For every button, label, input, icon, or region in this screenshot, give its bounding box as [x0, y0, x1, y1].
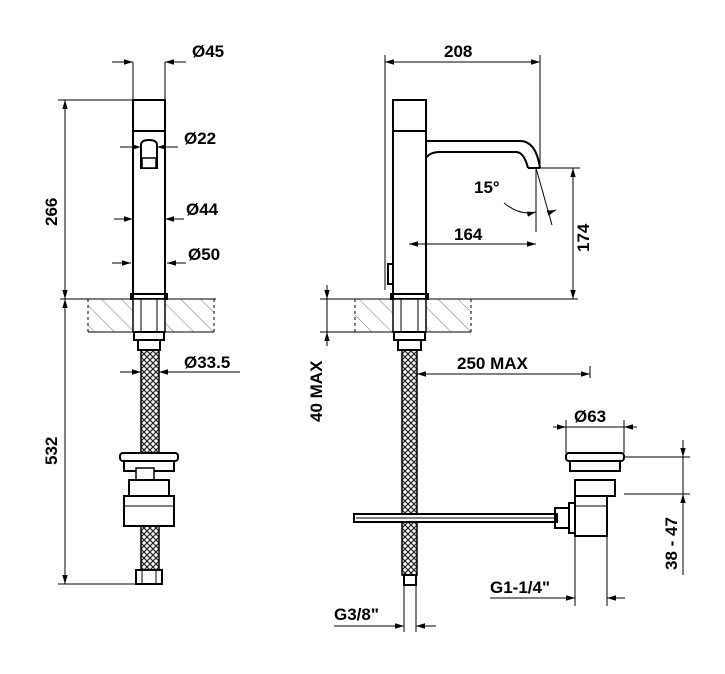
dim-label-spout-height: 174 [574, 223, 593, 252]
dim-front-body: Ø44 [114, 200, 219, 222]
dim-label-drain-dia: Ø63 [574, 407, 606, 426]
dim-label-drain-thread: G1-1/4" [490, 578, 550, 597]
dim-label-height: 266 [42, 198, 61, 226]
dim-label-total-below: 532 [42, 437, 61, 465]
dim-front-total-below: 532 [42, 299, 136, 585]
dim-label-angle: 15° [474, 178, 500, 197]
dim-label-reach-total: 208 [444, 42, 472, 61]
front-shank [119, 298, 179, 585]
front-view: Ø45 Ø22 Ø44 Ø50 266 [42, 42, 240, 585]
dim-side-deck-max: 40 MAX [307, 285, 355, 422]
dim-side-spout-height: 174 [540, 167, 593, 299]
dim-side-hose-thread: G3/8" [334, 585, 436, 632]
dim-label-spout-reach: 164 [454, 225, 483, 244]
dim-label-aerator: Ø22 [184, 129, 216, 148]
dim-label-body: Ø44 [186, 200, 219, 219]
side-shank [392, 298, 427, 586]
dim-label-drain-range: 38 - 47 [662, 517, 681, 570]
front-faucet-body [130, 99, 168, 300]
side-view: 208 15° 164 174 40 MAX [307, 42, 690, 632]
dim-front-height: 266 [42, 99, 133, 299]
side-faucet-body [387, 99, 541, 300]
dim-side-drain-dia: Ø63 [553, 407, 637, 453]
dim-label-shank: Ø33.5 [184, 353, 230, 372]
side-drain-rod [353, 502, 576, 534]
dim-label-hose-max: 250 MAX [457, 354, 529, 373]
dim-label-top-width: Ø45 [192, 42, 224, 61]
side-drain-valve [565, 452, 625, 537]
dim-side-spout-reach: 164 [409, 225, 536, 247]
dim-front-shank: Ø33.5 [120, 353, 240, 375]
dim-side-hose-max: 250 MAX [417, 354, 591, 378]
side-deck [320, 298, 578, 333]
dim-label-base: Ø50 [188, 245, 220, 264]
dim-label-hose-thread: G3/8" [334, 605, 379, 624]
dim-front-top-width: Ø45 [112, 42, 224, 100]
dim-side-drain-range: 38 - 47 [624, 440, 690, 575]
dim-label-deck-max: 40 MAX [307, 360, 326, 422]
dim-side-angle: 15° [474, 167, 557, 232]
dim-front-aerator: Ø22 [120, 129, 216, 150]
dim-front-base: Ø50 [112, 245, 220, 266]
dim-side-reach-total: 208 [384, 42, 541, 290]
dim-side-drain-thread: G1-1/4" [490, 536, 625, 606]
